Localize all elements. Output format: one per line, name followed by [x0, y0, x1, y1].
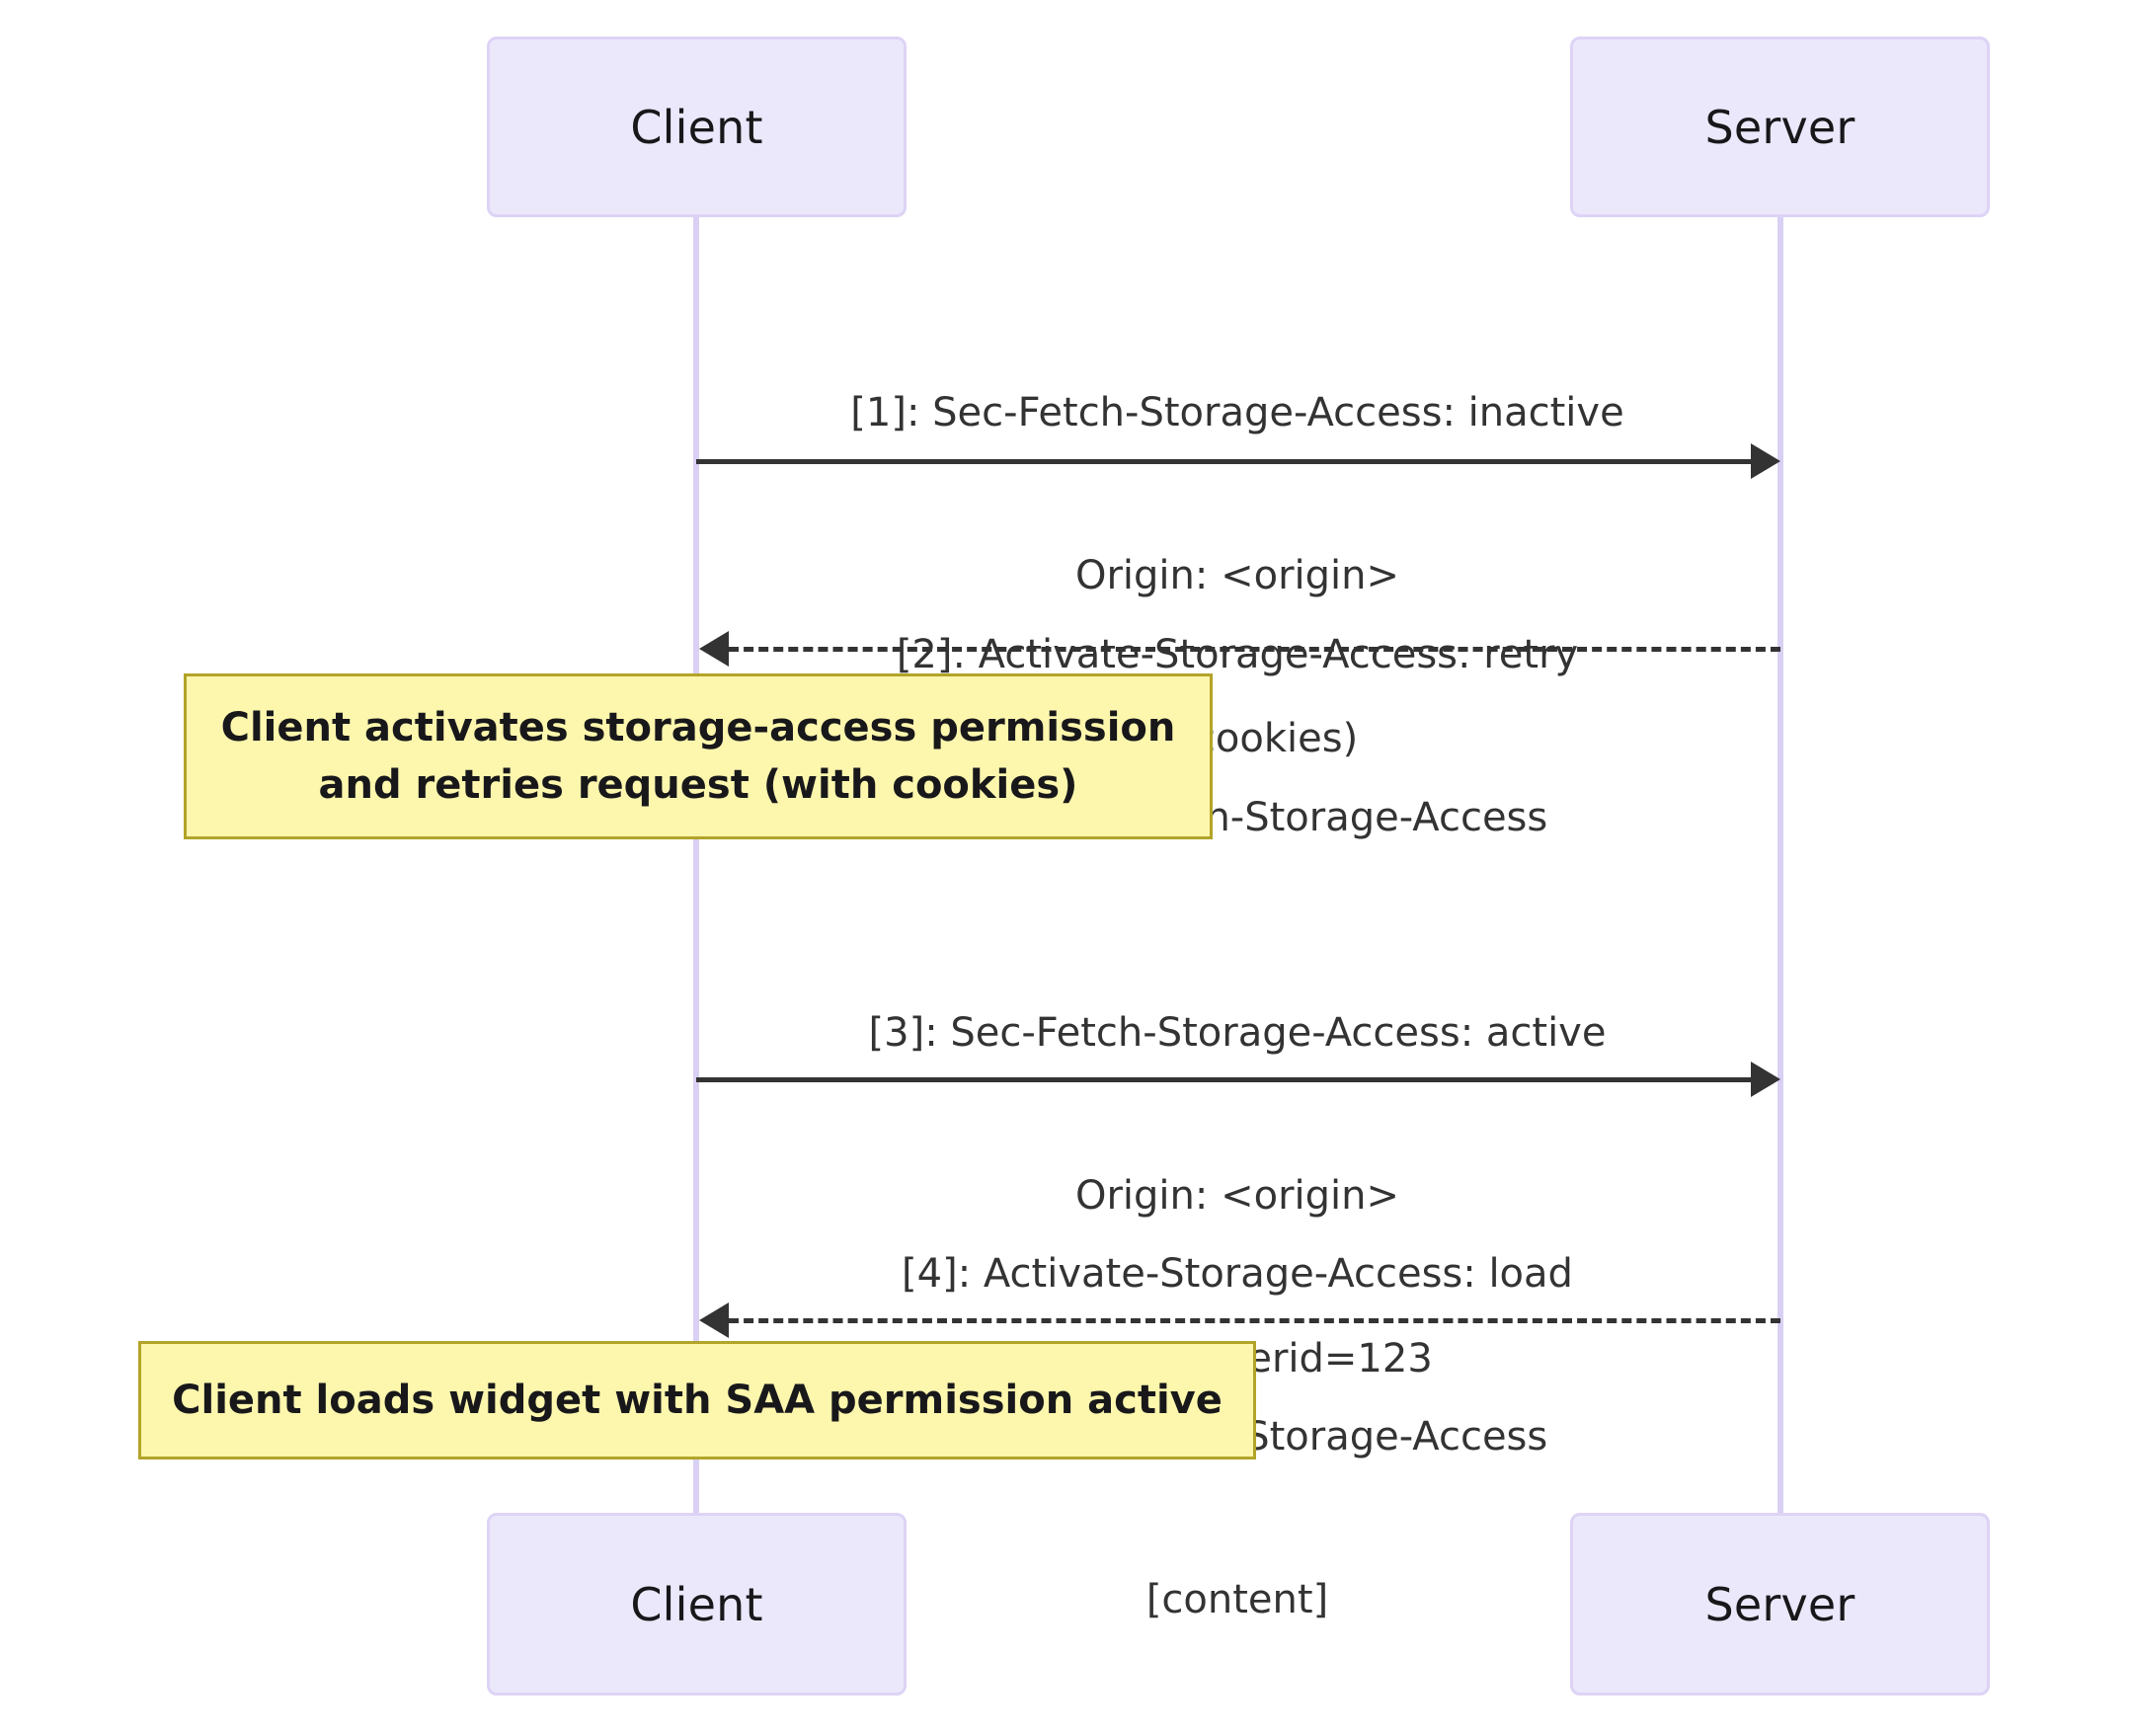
message-label-1: [1]: Sec-Fetch-Storage-Access: inactive …	[744, 277, 1731, 875]
message-arrow-4	[729, 1318, 1780, 1323]
participant-box-server-bottom[interactable]: Server	[1570, 1513, 1990, 1696]
message-arrow-1	[696, 459, 1751, 464]
note-client-loads-widget-text: Client loads widget with SAA permission …	[172, 1378, 1223, 1423]
lifeline-client	[693, 217, 699, 1516]
note-client-activates: Client activates storage-access permissi…	[184, 673, 1213, 839]
message-arrowhead-1	[1751, 443, 1780, 479]
message-2-line-1: [2]: Activate-Storage-Access: retry	[896, 632, 1579, 677]
message-arrow-2	[729, 647, 1780, 652]
message-3-line-2: Origin: <origin>	[1074, 1173, 1399, 1219]
participant-label-server-bottom: Server	[1704, 1577, 1855, 1631]
note-client-activates-text: Client activates storage-access permissi…	[220, 705, 1176, 808]
message-4-line-1: [4]: Activate-Storage-Access: load	[902, 1251, 1573, 1297]
participant-label-client-bottom: Client	[630, 1577, 763, 1631]
participant-label-client-top: Client	[630, 100, 763, 154]
note-client-loads-widget: Client loads widget with SAA permission …	[138, 1341, 1256, 1460]
message-arrowhead-4	[699, 1302, 729, 1338]
message-1-line-2: Origin: <origin>	[1074, 553, 1399, 598]
message-arrowhead-2	[699, 631, 729, 667]
participant-box-client-bottom[interactable]: Client	[487, 1513, 907, 1696]
lifeline-server	[1777, 217, 1783, 1516]
participant-label-server-top: Server	[1704, 100, 1855, 154]
message-4-line-3: [content]	[1145, 1577, 1329, 1622]
participant-box-client-top[interactable]: Client	[487, 37, 907, 217]
message-1-line-1: [1]: Sec-Fetch-Storage-Access: inactive	[850, 390, 1624, 435]
participant-box-server-top[interactable]: Server	[1570, 37, 1990, 217]
message-arrowhead-3	[1751, 1062, 1780, 1097]
message-3-line-1: [3]: Sec-Fetch-Storage-Access: active	[868, 1010, 1607, 1056]
message-arrow-3	[696, 1077, 1751, 1082]
